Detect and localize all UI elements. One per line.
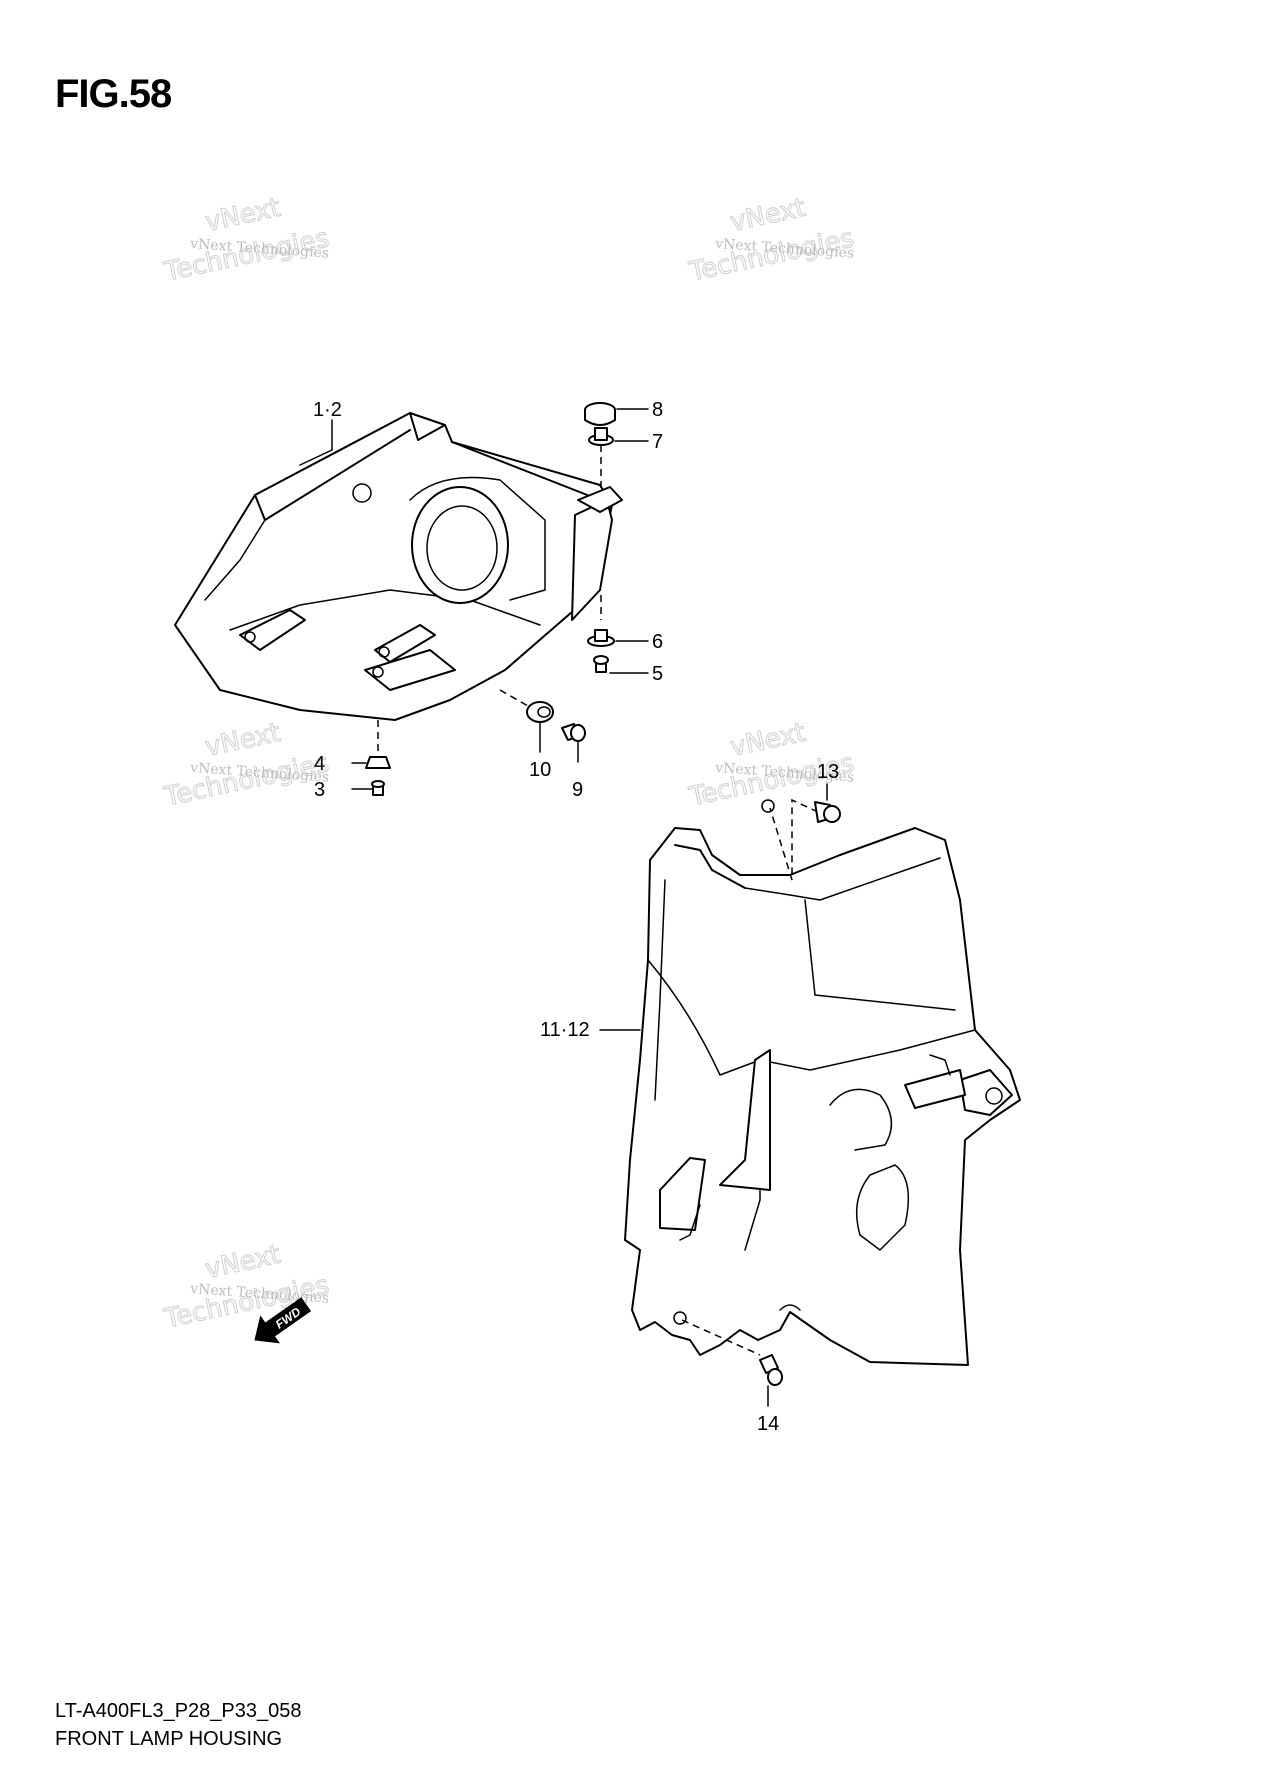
clip-13 <box>814 801 841 823</box>
lower-lamp-housing <box>624 799 1021 1366</box>
collar-7 <box>588 427 614 446</box>
diagram-code: LT-A400FL3_P28_P33_058 <box>55 1700 302 1722</box>
watermark-big-top: vNext <box>728 193 809 238</box>
callout-13: 13 <box>817 761 839 783</box>
callout-10: 10 <box>529 759 551 781</box>
screw-5 <box>593 655 609 673</box>
grommet-10 <box>526 701 554 723</box>
figure-title: FIG.58 <box>55 72 172 116</box>
grommet-8 <box>584 402 616 426</box>
callout-9: 9 <box>572 779 583 801</box>
leader-14 <box>681 1319 761 1356</box>
callout-1-2: 1·2 <box>313 399 342 421</box>
callout-7: 7 <box>652 431 663 453</box>
screw-3 <box>371 780 385 796</box>
leader-13 <box>769 798 819 881</box>
callout-8: 8 <box>652 399 663 421</box>
diagram-caption: FRONT LAMP HOUSING <box>55 1728 283 1750</box>
watermark-big-top: vNext <box>203 718 284 763</box>
callout-11-12: 11·12 <box>540 1019 590 1041</box>
callout-5: 5 <box>652 663 663 685</box>
callout-4: 4 <box>314 753 325 775</box>
callout-14: 14 <box>757 1413 779 1435</box>
watermark-big-top: vNext <box>728 718 809 763</box>
nut-4 <box>365 756 391 769</box>
collar-6 <box>587 629 615 647</box>
callout-6: 6 <box>652 631 663 653</box>
leader-9-10 <box>499 689 536 711</box>
upper-lamp-housing <box>174 412 623 721</box>
screw-9 <box>561 723 586 742</box>
watermark-big-top: vNext <box>203 1240 284 1285</box>
watermark-big-top: vNext <box>203 193 284 238</box>
clip-14 <box>759 1354 783 1386</box>
callout-3: 3 <box>314 779 325 801</box>
